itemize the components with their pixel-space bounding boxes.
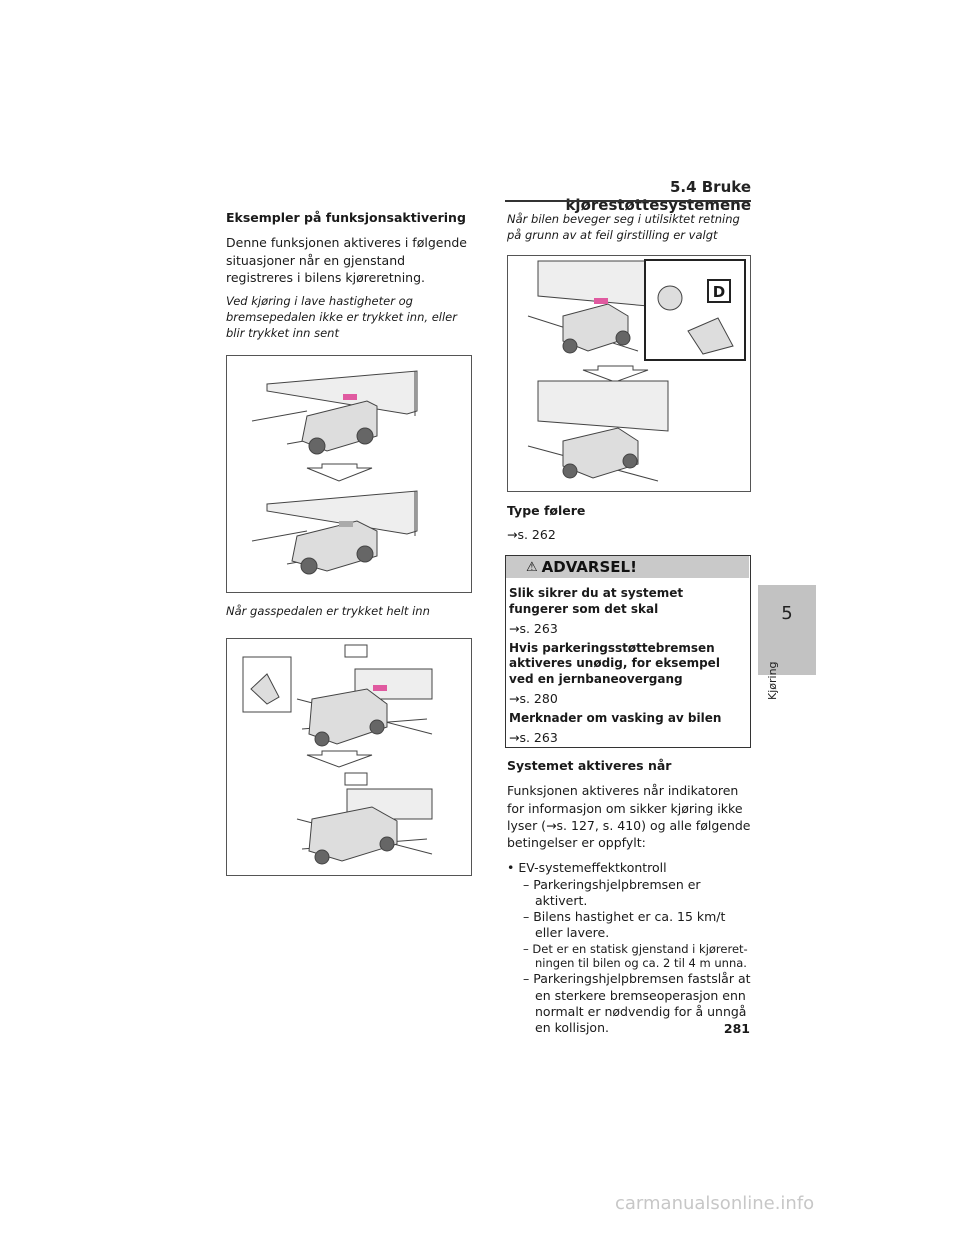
section-header: 5.4 Bruke kjørestøttesystemene xyxy=(565,178,751,214)
chapter-tab xyxy=(758,585,816,675)
sensor-type-heading: Type følere xyxy=(507,503,586,518)
activation-heading: Systemet aktiveres når xyxy=(507,758,672,773)
page-number: 281 xyxy=(723,1021,750,1036)
watermark: carmanualsonline.info xyxy=(615,1193,815,1214)
case-wrong-gear: Når bilen beveger seg i utilsiktet retni… xyxy=(507,212,740,242)
activation-intro: Funksjonen aktiveres når indikatoren for… xyxy=(507,783,751,850)
header-rule xyxy=(505,200,751,202)
figure-low-speed-illustration xyxy=(251,370,418,575)
intro-paragraph: Denne funksjonen aktiveres i følgende si… xyxy=(226,235,467,285)
case-full-throttle: Når gasspedalen er trykket helt inn xyxy=(226,604,430,618)
warning-box xyxy=(505,555,751,748)
warning-item-ref: →s. 280 xyxy=(509,691,558,707)
warning-item-ref: →s. 263 xyxy=(509,620,558,636)
chapter-label: Kjøring xyxy=(766,661,779,700)
case-low-speed: Ved kjøring i lave hastigheter og bremse… xyxy=(226,294,457,340)
left-column: Eksempler på funksjonsaktivering Denne f… xyxy=(226,210,472,350)
sensor-type-ref: →s. 262 xyxy=(507,527,556,543)
condition-item: – Parkeringshjelpbremsen er aktivert. xyxy=(523,876,701,908)
warning-item-heading: Hvis parkeringsstøttebremsen aktiveres u… xyxy=(509,640,720,687)
figure-full-throttle xyxy=(226,638,472,876)
warning-item-heading: Merknader om vasking av bilen xyxy=(509,711,722,726)
figure-label-d: D xyxy=(712,283,726,301)
condition-item: – Bilens hastighet er ca. 15 km/t eller … xyxy=(523,909,726,941)
figure-full-throttle-illustration xyxy=(242,644,433,865)
figure-wrong-gear: D xyxy=(507,255,751,492)
warning-item-ref: →s. 263 xyxy=(509,729,558,745)
warning-body: Slik sikrer du at systemet fungerer som … xyxy=(509,586,745,750)
chapter-number: 5 xyxy=(781,603,793,624)
figure-wrong-gear-illustration xyxy=(527,259,746,482)
warning-item-heading: Slik sikrer du at systemet fungerer som … xyxy=(509,586,684,616)
warning-title-text: ADVARSEL! xyxy=(541,558,637,576)
warning-icon: ⚠ xyxy=(526,559,538,575)
bullet-item: • EV-systemeffektkontroll xyxy=(507,860,667,876)
condition-item: – Parkeringshjelpbremsen fastslår at en … xyxy=(523,971,751,1036)
examples-heading: Eksempler på funksjonsaktivering xyxy=(226,210,466,225)
figure-low-speed xyxy=(226,355,472,593)
condition-item: – Det er en statisk gjenstand i kjøreret… xyxy=(523,941,748,971)
warning-title: ⚠ ADVARSEL! xyxy=(506,556,749,578)
